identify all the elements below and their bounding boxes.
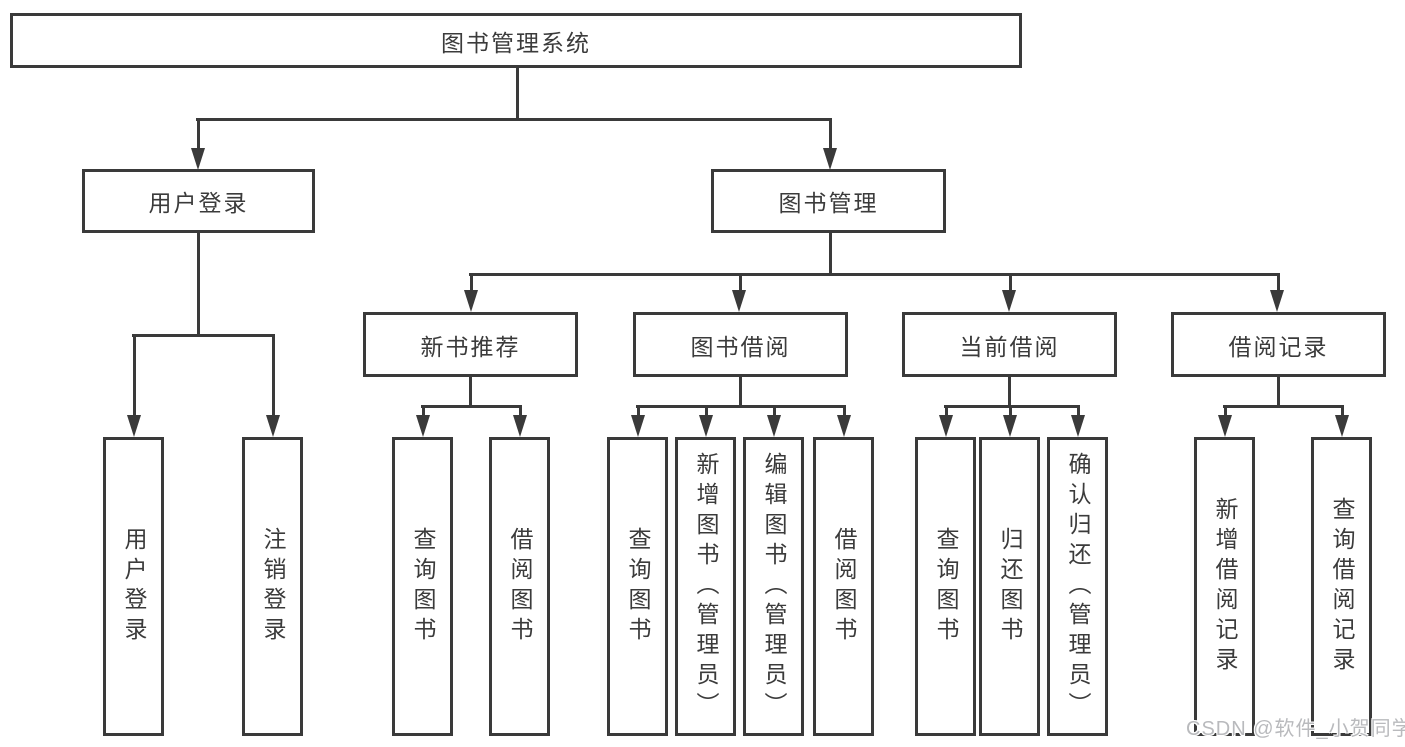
arrow-down-icon [939,415,953,437]
connector-shaft [1341,405,1344,417]
leaf-return-book-label: 归还图书 [997,526,1023,647]
leaf-logout-label: 注销登录 [260,526,286,647]
leaf-return-book: 归还图书 [979,437,1040,736]
node-borrow-records-label: 借阅记录 [1228,333,1329,360]
node-root-label: 图书管理系统 [441,29,591,56]
connector-branch-new-book-recommend [421,405,522,408]
leaf-query-book-current: 查询图书 [915,437,976,736]
connector-shaft [422,405,425,417]
arrow-down-icon [1003,415,1017,437]
leaf-logout: 注销登录 [242,437,303,736]
leaf-add-book-admin: 新增图书（管理员） [675,437,736,736]
node-book-management-label: 图书管理 [778,190,879,216]
node-book-management: 图书管理 [711,169,946,233]
leaf-borrow-book-recommend-label: 借阅图书 [507,526,533,647]
arrow-down-icon [1002,290,1016,312]
leaf-add-borrow-record: 新增借阅记录 [1194,437,1255,736]
connector-branch-book-management [469,273,1280,276]
leaf-borrow-book-recommend: 借阅图书 [489,437,550,736]
connector-shaft [843,405,846,417]
leaf-confirm-return-admin-label: 确认归还（管理员） [1065,451,1091,722]
arrow-down-icon [1218,415,1232,437]
connector-shaft [773,405,776,417]
connector-shaft [829,118,832,150]
connector-shaft [1077,405,1080,417]
node-book-borrow-label: 图书借阅 [690,333,791,360]
leaf-add-borrow-record-label: 新增借阅记录 [1212,496,1238,677]
leaf-user-login-label: 用户登录 [121,526,147,647]
leaf-query-borrow-record: 查询借阅记录 [1311,437,1372,736]
connector-trunk-new-book-recommend [469,376,472,407]
connector-shaft [739,273,742,292]
leaf-borrow-book-label: 借阅图书 [831,526,857,647]
node-borrow-records: 借阅记录 [1171,312,1386,377]
arrow-down-icon [699,415,713,437]
arrow-down-icon [1270,290,1284,312]
arrow-down-icon [732,290,746,312]
connector-shaft [1224,405,1227,417]
connector-branch-root [196,118,832,121]
leaf-borrow-book: 借阅图书 [813,437,874,736]
connector-shaft [519,405,522,417]
leaf-add-book-admin-label: 新增图书（管理员） [693,451,719,722]
arrow-down-icon [191,148,205,170]
arrow-down-icon [837,415,851,437]
leaf-query-book-recommend-label: 查询图书 [410,526,436,647]
connector-shaft [637,405,640,417]
leaf-query-book-recommend: 查询图书 [392,437,453,736]
connector-shaft [470,273,473,292]
leaf-user-login: 用户登录 [103,437,164,736]
connector-trunk-book-borrow [739,376,742,407]
node-current-borrow-label: 当前借阅 [959,333,1060,360]
arrow-down-icon [823,148,837,170]
connector-trunk-user-login [197,232,200,337]
node-book-borrow: 图书借阅 [633,312,848,377]
leaf-query-borrow-record-label: 查询借阅记录 [1329,496,1355,677]
connector-shaft [945,405,948,417]
arrow-down-icon [513,415,527,437]
leaf-query-book-borrow: 查询图书 [607,437,668,736]
connector-trunk-book-management [829,232,832,276]
connector-branch-borrow-records [1223,405,1344,408]
leaf-confirm-return-admin: 确认归还（管理员） [1047,437,1108,736]
arrow-down-icon [464,290,478,312]
connector-branch-user-login [132,334,275,337]
arrow-down-icon [631,415,645,437]
connector-shaft [1277,273,1280,292]
arrow-down-icon [266,415,280,437]
connector-branch-book-borrow [636,405,846,408]
node-user-login: 用户登录 [82,169,315,233]
csdn-watermark: CSDN @软件_小贺同学 [1186,718,1405,740]
node-new-book-recommend: 新书推荐 [363,312,578,377]
connector-shaft [272,334,275,417]
leaf-query-book-borrow-label: 查询图书 [625,526,651,647]
connector-trunk-borrow-records [1277,376,1280,407]
leaf-query-book-current-label: 查询图书 [933,526,959,647]
connector-trunk-current-borrow [1008,376,1011,407]
arrow-down-icon [1071,415,1085,437]
arrow-down-icon [767,415,781,437]
connector-shaft [1009,273,1012,292]
connector-shaft [1009,405,1012,417]
connector-shaft [705,405,708,417]
arrow-down-icon [127,415,141,437]
arrow-down-icon [416,415,430,437]
connector-trunk-root [516,67,519,120]
arrow-down-icon [1335,415,1349,437]
connector-shaft [197,118,200,150]
connector-branch-current-borrow [944,405,1080,408]
node-root-system: 图书管理系统 [10,13,1022,68]
leaf-edit-book-admin: 编辑图书（管理员） [743,437,804,736]
connector-shaft [133,334,136,417]
node-current-borrow: 当前借阅 [902,312,1117,377]
leaf-edit-book-admin-label: 编辑图书（管理员） [761,451,787,722]
node-user-login-label: 用户登录 [148,190,249,216]
node-new-book-recommend-label: 新书推荐 [420,333,521,360]
